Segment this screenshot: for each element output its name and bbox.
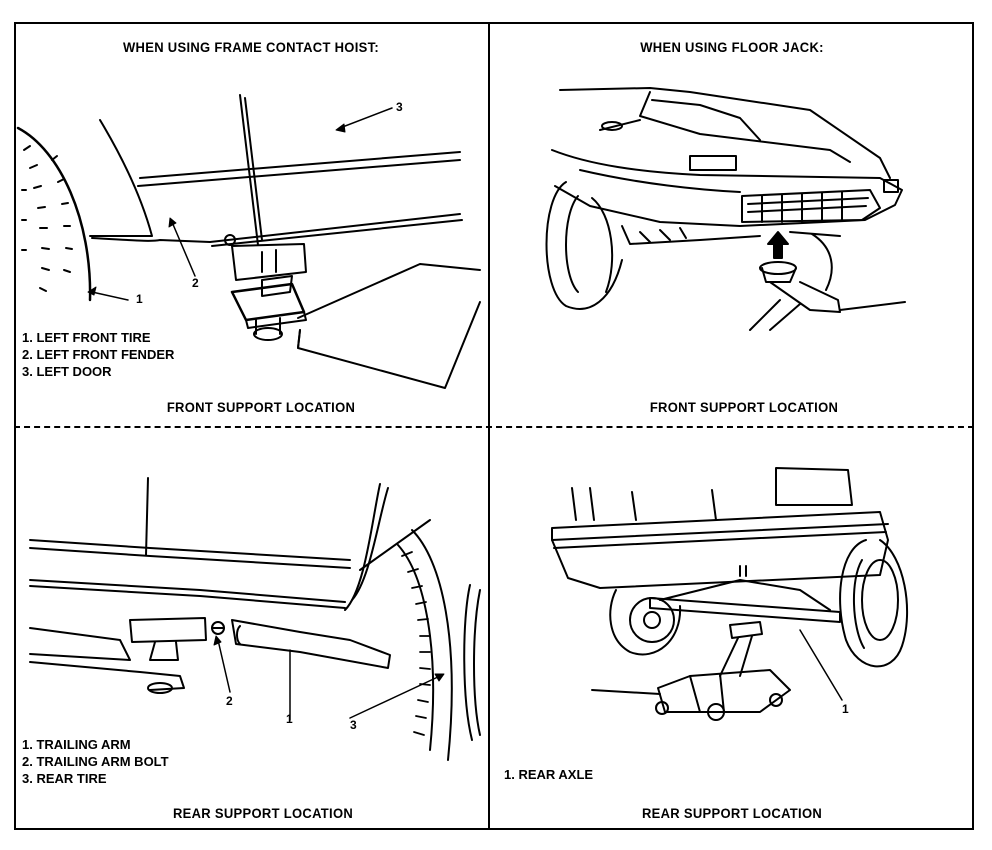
callout-3-rear-tire: 3 bbox=[350, 718, 357, 732]
callout-3-door: 3 bbox=[396, 100, 403, 114]
legend-item: 3. LEFT DOOR bbox=[22, 364, 112, 379]
callout-1-trailing-arm: 1 bbox=[286, 712, 293, 726]
rear-jack-legend: 1. REAR AXLE bbox=[504, 766, 593, 783]
rear-hoist-legend: 1. TRAILING ARM 2. TRAILING ARM BOLT 3. … bbox=[22, 736, 169, 787]
legend-item: 1. TRAILING ARM bbox=[22, 737, 131, 752]
floor-jack-header: WHEN USING FLOOR JACK: bbox=[640, 39, 824, 56]
callout-2-bolt: 2 bbox=[226, 694, 233, 708]
callout-2-fender: 2 bbox=[192, 276, 199, 290]
rear-support-caption-right: REAR SUPPORT LOCATION bbox=[641, 805, 823, 822]
front-support-caption-right: FRONT SUPPORT LOCATION bbox=[649, 399, 839, 416]
legend-item: 1. REAR AXLE bbox=[504, 767, 594, 782]
rear-support-caption-left: REAR SUPPORT LOCATION bbox=[172, 805, 354, 822]
frame-hoist-header: WHEN USING FRAME CONTACT HOIST: bbox=[122, 39, 380, 56]
callout-1-rear-axle: 1 bbox=[842, 702, 849, 716]
front-hoist-legend: 1. LEFT FRONT TIRE 2. LEFT FRONT FENDER … bbox=[22, 329, 174, 380]
front-support-caption-left: FRONT SUPPORT LOCATION bbox=[166, 399, 356, 416]
legend-item: 1. LEFT FRONT TIRE bbox=[22, 330, 151, 345]
legend-item: 2. LEFT FRONT FENDER bbox=[22, 347, 175, 362]
legend-item: 2. TRAILING ARM BOLT bbox=[22, 754, 169, 769]
horizontal-dashed-divider bbox=[14, 426, 974, 428]
callout-1-tire: 1 bbox=[136, 292, 143, 306]
legend-item: 3. REAR TIRE bbox=[22, 771, 107, 786]
